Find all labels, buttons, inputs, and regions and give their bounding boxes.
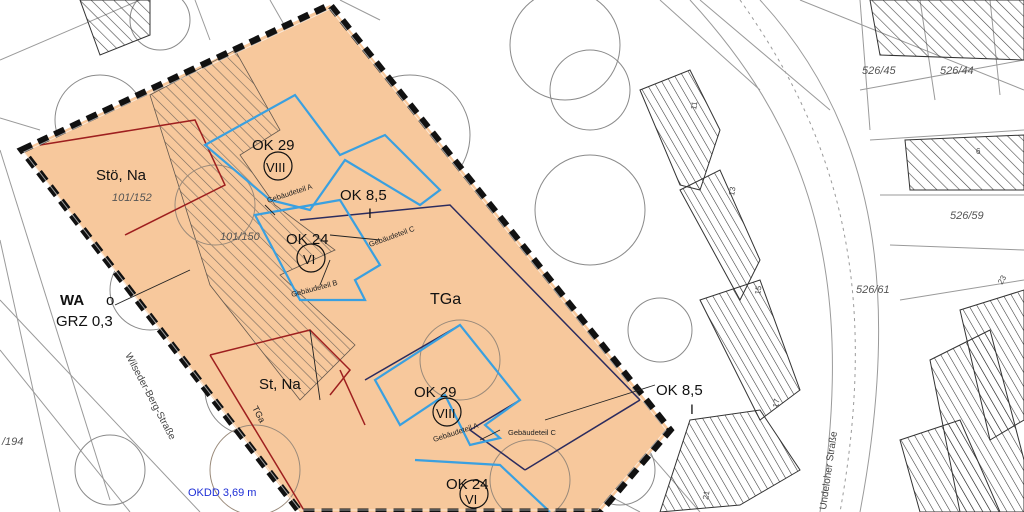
parcel-number-101-150: 101/150 xyxy=(220,231,261,243)
plan-boundary-inner xyxy=(23,8,667,511)
storeys-label-viii-top: VIII xyxy=(266,160,286,175)
zoning-label-wa: WA xyxy=(60,292,84,309)
area-label-tga-main: TGa xyxy=(430,291,461,308)
parcel-number-526-59: 526/59 xyxy=(950,210,984,222)
storeys-label-i-mid: I xyxy=(368,205,372,221)
storeys-label-i-right: I xyxy=(690,401,694,417)
okdd-elevation-label: OKDD 3,69 m xyxy=(188,487,256,499)
height-label-ok29-top: OK 29 xyxy=(252,137,295,154)
building-hatched-existing xyxy=(149,49,356,401)
house-number-17: 17 xyxy=(771,397,782,408)
blue-building-envelopes xyxy=(203,93,551,512)
parcel-number-526-44: 526/44 xyxy=(940,65,974,77)
leader-lines xyxy=(114,204,656,441)
zoning-label-grz: GRZ 0,3 xyxy=(56,313,113,330)
storey-circles xyxy=(263,151,489,509)
zoning-label-o: o xyxy=(106,292,114,309)
storeys-label-viii-bottom: VIII xyxy=(436,406,456,421)
neighbouring-buildings xyxy=(79,0,1024,512)
house-number-11: 11 xyxy=(689,100,699,110)
tree-crowns-on-site xyxy=(174,164,571,512)
height-label-ok24-top: OK 24 xyxy=(286,231,329,248)
parcel-number-526-45: 526/45 xyxy=(862,65,897,77)
house-number-21: 21 xyxy=(701,489,712,500)
road-name-wilseder-berg-strasse: Wilseder-Berg-Straße xyxy=(122,351,177,442)
road-name-undeloher-strasse: Undeloher Straße xyxy=(818,430,840,510)
parcel-number-101-152: 101/152 xyxy=(112,192,152,204)
area-label-stoe-na: Stö, Na xyxy=(96,167,147,184)
storeys-label-vi-top: VI xyxy=(303,252,315,267)
height-label-ok29-bottom: OK 29 xyxy=(414,384,457,401)
house-number-13: 13 xyxy=(727,185,738,196)
house-number-15: 15 xyxy=(753,284,764,295)
building-part-label-c-bottom: Gebäudeteil C xyxy=(508,428,557,437)
red-area-lines xyxy=(39,119,366,512)
height-label-ok24-bottom: OK 24 xyxy=(446,476,489,493)
storeys-label-vi-bottom: VI xyxy=(465,492,477,507)
house-number-6: 6 xyxy=(976,147,981,156)
height-label-ok85-mid: OK 8,5 xyxy=(340,187,387,204)
area-label-st-na: St, Na xyxy=(259,376,301,393)
plan-boundary xyxy=(16,0,675,512)
parcel-number-194: /194 xyxy=(1,436,23,448)
height-label-ok85-right: OK 8,5 xyxy=(656,382,703,399)
parcel-number-526-61: 526/61 xyxy=(856,284,890,296)
